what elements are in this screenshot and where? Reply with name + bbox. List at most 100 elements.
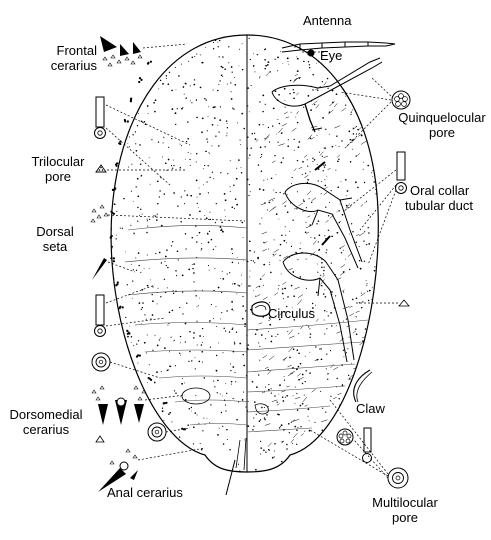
ventral-seta xyxy=(319,151,324,156)
stipple-dot xyxy=(296,159,299,162)
ventral-seta xyxy=(304,404,308,407)
stipple-dot xyxy=(236,418,238,421)
stipple-dot xyxy=(247,400,249,402)
stipple-dot xyxy=(127,142,129,144)
stipple-dot xyxy=(189,330,191,333)
stipple-dot xyxy=(149,279,151,281)
stipple-dot xyxy=(210,238,213,241)
stipple-dot xyxy=(308,198,310,200)
stipple-dot xyxy=(331,89,334,92)
stipple-dot xyxy=(363,260,366,262)
stipple-dot xyxy=(195,152,198,155)
stipple-dot xyxy=(280,161,283,164)
stipple-dot xyxy=(269,264,271,266)
stipple-dot xyxy=(361,37,364,40)
stipple-dot xyxy=(249,285,252,287)
marginal-cerarius-dot xyxy=(126,329,129,332)
stipple-dot xyxy=(312,89,314,91)
stipple-dot xyxy=(212,106,215,109)
stipple-dot xyxy=(270,271,272,274)
stipple-dot xyxy=(374,109,377,112)
stipple-dot xyxy=(219,226,222,228)
stipple-dot xyxy=(209,176,211,179)
stipple-dot xyxy=(218,427,220,429)
stipple-dot xyxy=(245,375,248,377)
stipple-dot xyxy=(267,209,269,211)
stipple-dot xyxy=(348,268,351,271)
stipple-dot xyxy=(301,402,304,405)
stipple-dot xyxy=(152,83,154,85)
stipple-dot xyxy=(342,291,345,293)
stipple-dot xyxy=(309,372,311,374)
stipple-dot xyxy=(135,401,137,403)
stipple-dot xyxy=(314,103,316,106)
stipple-dot xyxy=(169,411,172,414)
stipple-dot xyxy=(228,46,230,48)
stipple-dot xyxy=(263,241,265,244)
stipple-dot xyxy=(373,181,376,183)
stipple-dot xyxy=(161,410,164,413)
stipple-dot xyxy=(217,124,219,126)
marginal-cerarius-dot xyxy=(119,142,122,146)
label-eye: Eye xyxy=(320,48,342,63)
stipple-dot xyxy=(313,159,316,161)
stipple-dot xyxy=(303,200,305,203)
stipple-dot xyxy=(350,223,353,225)
stipple-dot xyxy=(249,154,251,156)
stipple-dot xyxy=(309,328,311,330)
stipple-dot xyxy=(231,252,234,254)
stipple-dot xyxy=(222,76,224,78)
stipple-dot xyxy=(173,159,175,161)
marginal-cerarius-dot xyxy=(146,62,150,65)
stipple-dot xyxy=(190,410,192,412)
stipple-dot xyxy=(317,220,320,222)
stipple-dot xyxy=(126,54,129,57)
stipple-dot xyxy=(224,330,227,332)
stipple-dot xyxy=(242,353,245,356)
ventral-seta xyxy=(291,127,297,132)
stipple-dot xyxy=(274,58,276,60)
stipple-dot xyxy=(202,168,204,170)
stipple-dot xyxy=(159,424,161,427)
ventral-seta xyxy=(296,92,299,96)
stipple-dot xyxy=(193,83,196,86)
stipple-dot xyxy=(294,425,297,428)
ventral-seta xyxy=(327,109,334,115)
stipple-dot xyxy=(329,201,330,203)
stipple-dot xyxy=(296,392,298,395)
stipple-dot xyxy=(336,135,338,137)
stipple-dot xyxy=(268,317,271,319)
ventral-seta xyxy=(268,197,276,202)
stipple-dot xyxy=(167,266,169,269)
stipple-dot xyxy=(183,93,185,95)
stipple-dot xyxy=(265,64,267,67)
stipple-dot xyxy=(168,351,171,353)
dorsal-seta-icon xyxy=(90,204,109,280)
stipple-dot xyxy=(218,131,220,133)
stipple-dot xyxy=(362,35,364,36)
stipple-dot xyxy=(364,202,366,204)
ventral-seta xyxy=(337,392,342,395)
stipple-dot xyxy=(304,430,306,432)
stipple-dot xyxy=(281,396,284,398)
stipple-dot xyxy=(190,194,193,197)
stipple-dot xyxy=(372,83,374,85)
stipple-dot xyxy=(170,447,172,449)
stipple-dot xyxy=(374,396,376,398)
stipple-dot xyxy=(226,135,228,137)
stipple-dot xyxy=(175,392,177,395)
stipple-dot xyxy=(236,257,238,258)
stipple-dot xyxy=(128,146,130,148)
stipple-dot xyxy=(299,276,302,278)
stipple-dot xyxy=(357,423,360,425)
stipple-dot xyxy=(327,315,329,317)
ventral-seta xyxy=(262,296,268,301)
stipple-dot xyxy=(312,157,314,159)
stipple-dot xyxy=(196,53,198,55)
stipple-dot xyxy=(137,220,139,222)
stipple-dot xyxy=(138,214,141,216)
stipple-dot xyxy=(330,190,332,192)
stipple-dot xyxy=(160,177,162,179)
stipple-dot xyxy=(118,73,120,76)
ventral-seta xyxy=(311,388,316,393)
